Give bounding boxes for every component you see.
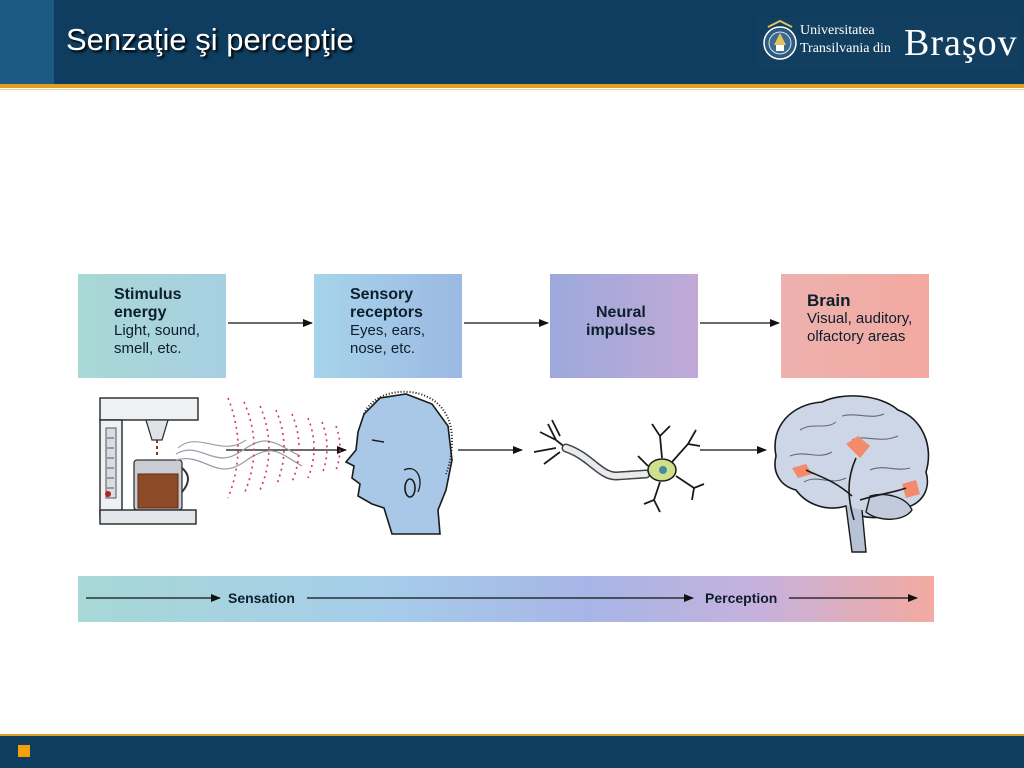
slide-title: Senzaţie şi percepţie <box>66 22 354 57</box>
header-accent-block <box>0 0 54 84</box>
box-detail-line: nose, etc. <box>350 340 416 357</box>
box-title-line: Sensory <box>350 286 414 303</box>
box-detail-line: olfactory areas <box>807 328 906 345</box>
logo-line-transilvania: Transilvania din <box>800 41 891 56</box>
brain-box: Brain Visual, auditory, olfactory areas <box>781 274 929 378</box>
university-logo: Universitatea Transilvania din Braşov <box>758 17 1020 69</box>
neural-impulses-box: Neural impulses <box>550 274 698 378</box>
coffee-maker-icon <box>99 397 303 525</box>
header-gold-divider <box>0 84 1024 88</box>
slide-footer <box>0 736 1024 768</box>
box-title-line: energy <box>114 304 167 321</box>
box-title-line: Stimulus <box>114 286 182 303</box>
slide-header: Senzaţie şi percepţie Universitatea Tran… <box>0 0 1024 84</box>
sensory-receptors-box: Sensory receptors Eyes, ears, nose, etc. <box>314 274 462 378</box>
smell-waves-icon <box>227 397 341 499</box>
perception-label: Perception <box>705 590 778 606</box>
box-detail-line: Light, sound, <box>114 322 200 339</box>
box-title-line: receptors <box>350 304 423 321</box>
neuron-icon <box>533 419 705 513</box>
university-seal-icon <box>763 19 797 60</box>
stimulus-energy-box: Stimulus energy Light, sound, smell, etc… <box>78 274 226 378</box>
box-title-line: Neural <box>596 304 646 321</box>
box-detail-line: Eyes, ears, <box>350 322 426 339</box>
logo-line-university: Universitatea <box>800 23 875 38</box>
box-title-line: impulses <box>586 322 656 339</box>
box-title-line: Brain <box>807 291 851 310</box>
box-detail-line: smell, etc. <box>114 340 182 357</box>
sensation-label: Sensation <box>228 590 295 606</box>
footer-gold-divider <box>0 734 1024 736</box>
header-gold-thin-divider <box>0 89 1024 90</box>
human-head-icon <box>344 390 454 535</box>
brain-icon <box>774 395 930 553</box>
box-detail-line: Visual, auditory, <box>807 310 913 327</box>
footer-bullet-icon <box>18 745 30 757</box>
logo-city: Braşov <box>904 22 1018 64</box>
